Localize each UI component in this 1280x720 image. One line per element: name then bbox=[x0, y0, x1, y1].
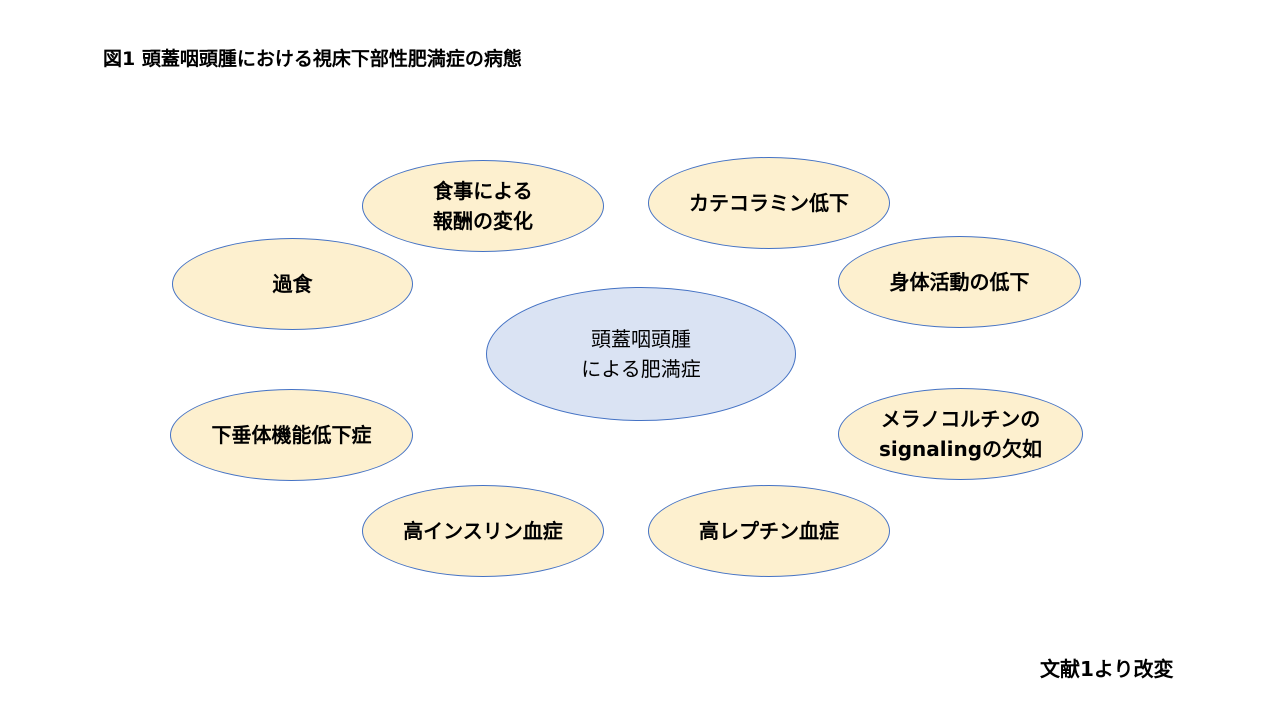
label-line: 頭蓋咽頭腫 bbox=[591, 327, 691, 351]
factor-hyperinsulinemia: 高インスリン血症 bbox=[362, 485, 604, 577]
label-line: 報酬の変化 bbox=[433, 209, 533, 233]
factor-hyperleptinemia: 高レプチン血症 bbox=[648, 485, 890, 577]
label-line: 高インスリン血症 bbox=[403, 519, 563, 543]
factor-melanocortin: メラノコルチンの signalingの欠如 bbox=[838, 388, 1083, 480]
factor-reward-change: 食事による報酬の変化 bbox=[362, 160, 604, 252]
factor-hypopituitarism: 下垂体機能低下症 bbox=[170, 389, 413, 481]
factor-overeating: 過食 bbox=[172, 238, 413, 330]
label-line: 過食 bbox=[272, 272, 313, 296]
factor-catecholamine: カテコラミン低下 bbox=[648, 157, 890, 249]
label-line: 高レプチン血症 bbox=[699, 519, 839, 543]
label-line: signalingの欠如 bbox=[878, 437, 1043, 461]
source-note: 文献1より改変 bbox=[1040, 657, 1174, 681]
label-line: による肥満症 bbox=[581, 357, 701, 381]
label-line: 身体活動の低下 bbox=[889, 270, 1030, 294]
label-line: カテコラミン低下 bbox=[689, 191, 849, 215]
center-obesity: 頭蓋咽頭腫による肥満症 bbox=[486, 287, 796, 421]
label-line: 食事による bbox=[433, 179, 533, 203]
label-line: メラノコルチンの bbox=[880, 407, 1041, 431]
figure-title: 図1 頭蓋咽頭腫における視床下部性肥満症の病態 bbox=[103, 48, 522, 70]
label-line: 下垂体機能低下症 bbox=[211, 423, 372, 447]
factor-physical-activity: 身体活動の低下 bbox=[838, 236, 1081, 328]
